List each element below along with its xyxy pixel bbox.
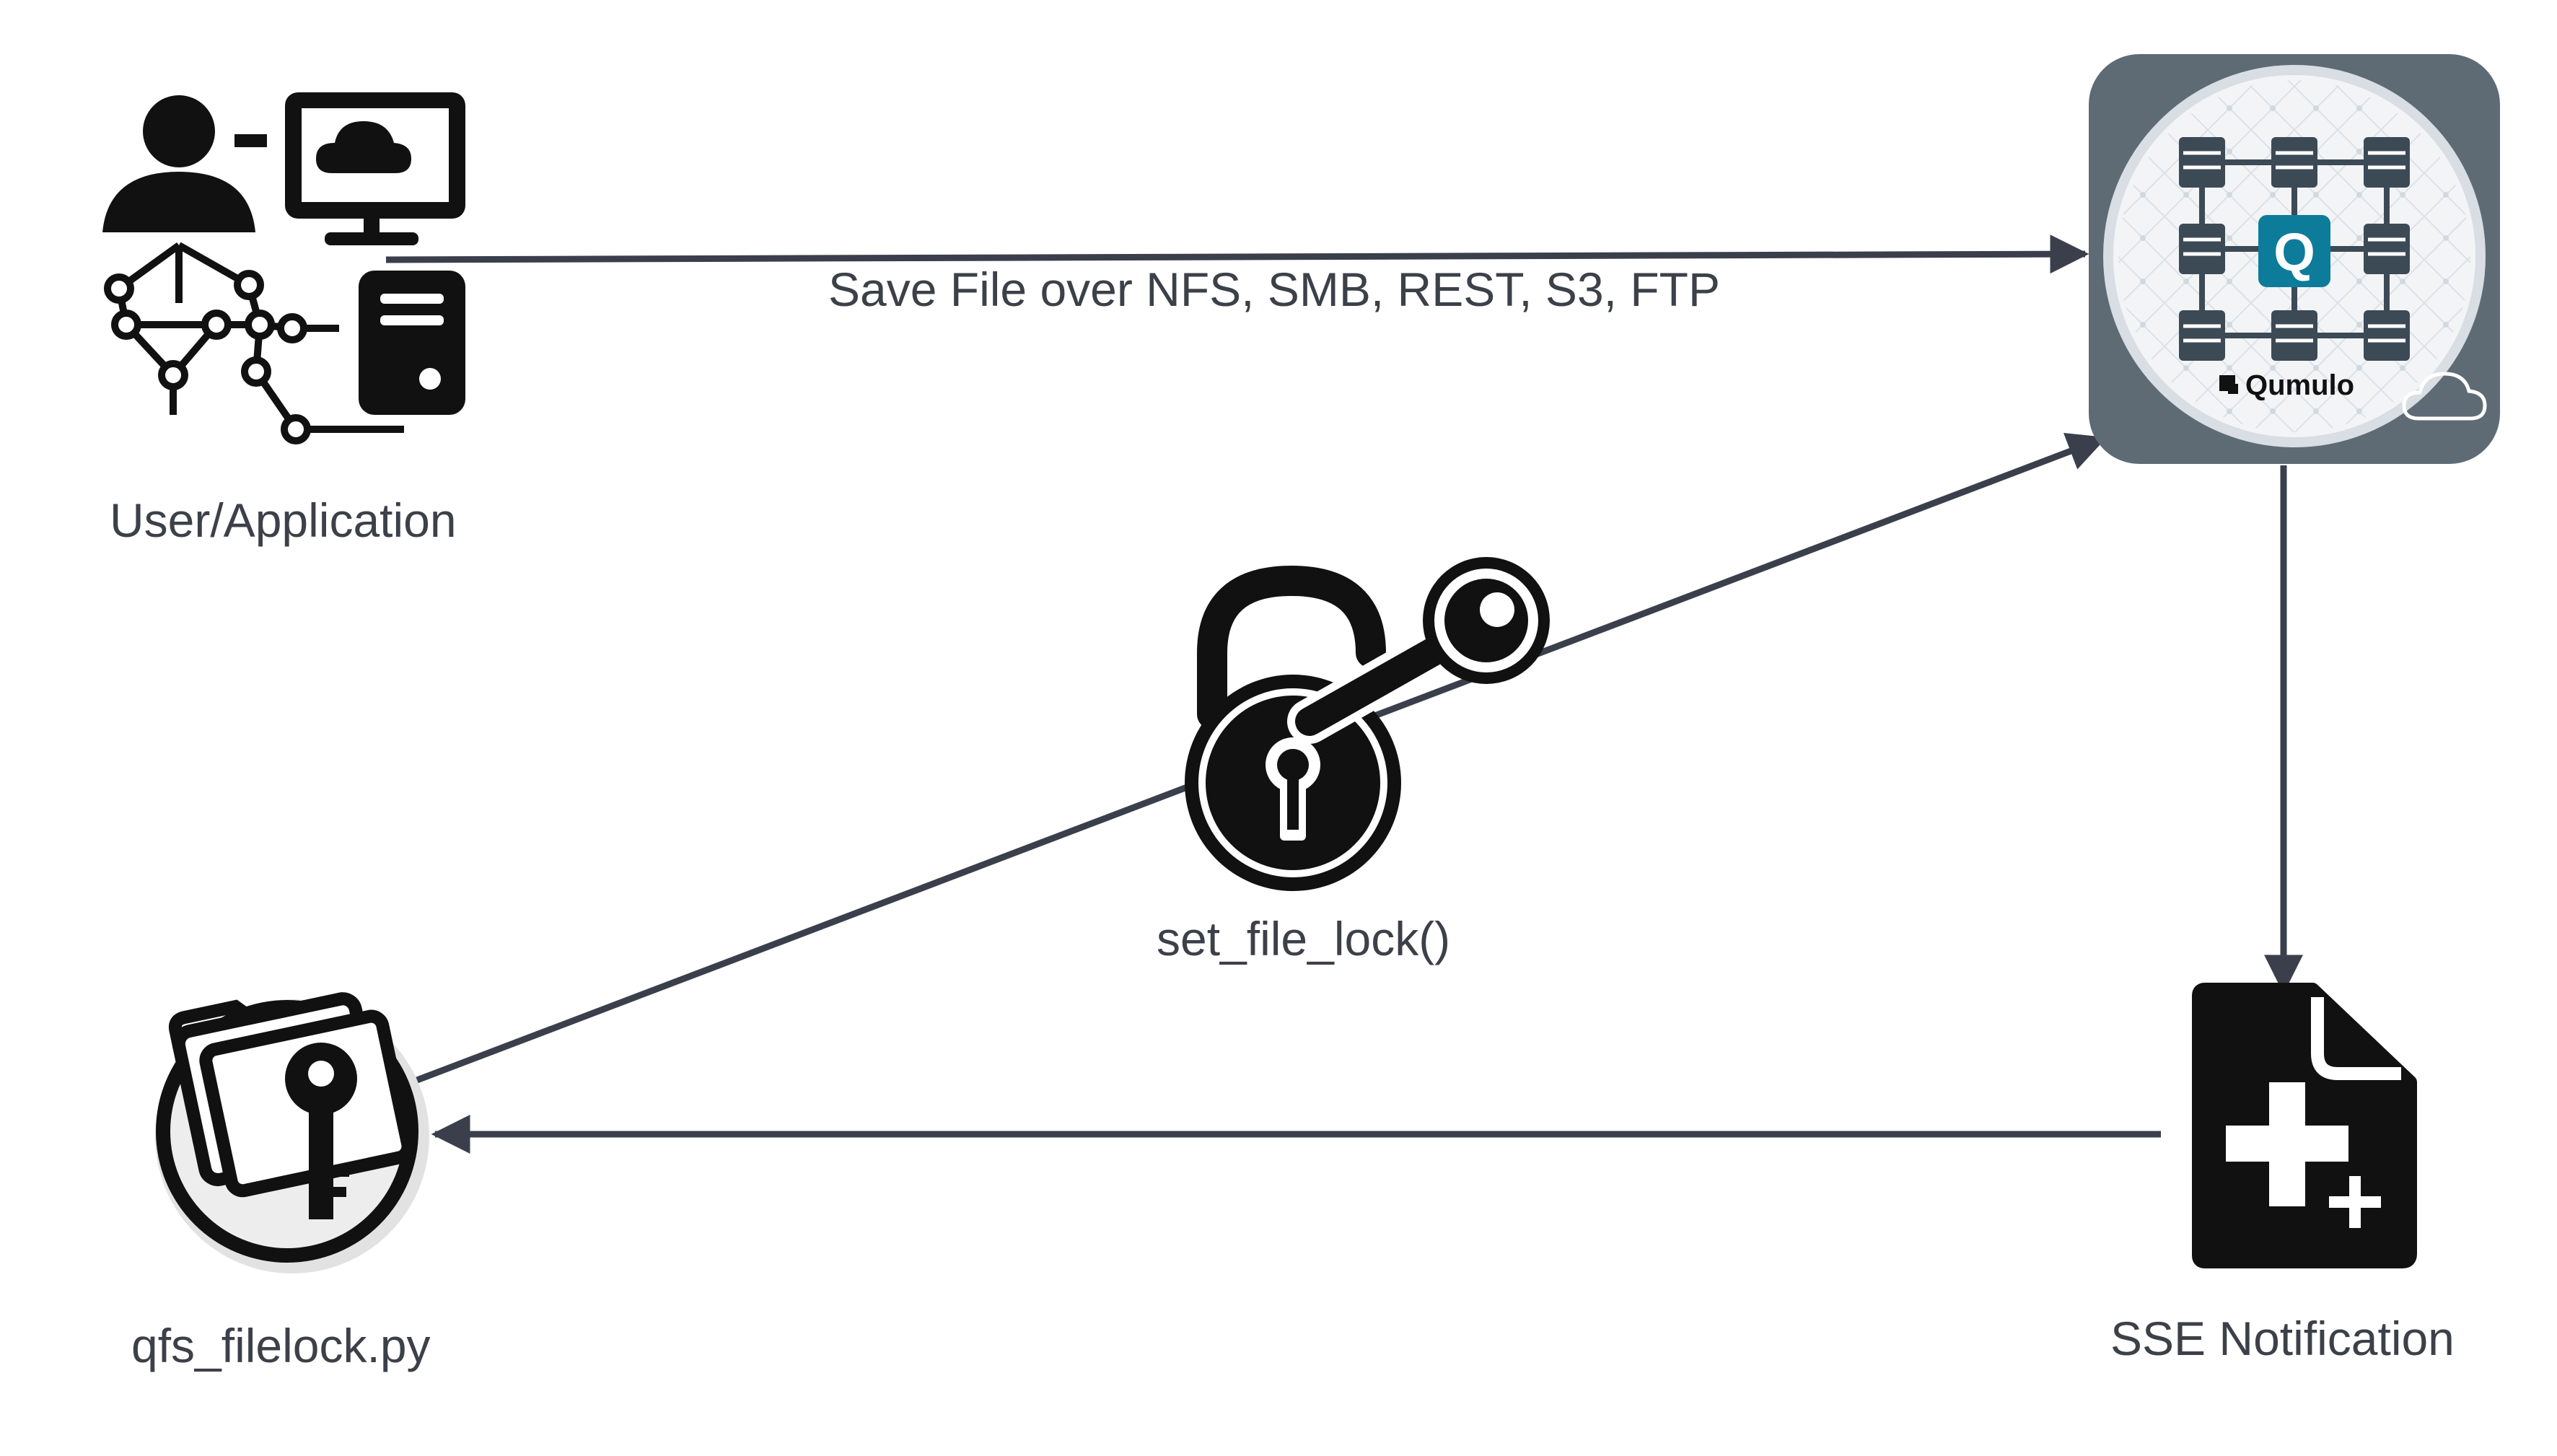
edge-label-save-file: Save File over NFS, SMB, REST, S3, FTP [828, 263, 1720, 316]
cloud-icon [2402, 372, 2487, 421]
node-label-user-application: User/Application [110, 494, 457, 547]
node-label-qfs-filelock: qfs_filelock.py [131, 1319, 431, 1372]
qumulo-logo: Qumulo [2219, 369, 2354, 401]
node-label-sse-notification: SSE Notification [2110, 1312, 2455, 1365]
folder-key-icon [155, 992, 429, 1273]
qumulo-q-letter: Q [2273, 222, 2315, 282]
qumulo-cluster-icon: Q Qumulo [2089, 54, 2500, 464]
edge-save-file [385, 234, 2089, 274]
qumulo-q-badge [2258, 215, 2330, 287]
user-computer-server-network-icon [102, 92, 465, 444]
qumulo-wordmark: Qumulo [2245, 369, 2354, 401]
padlock-key-icon [1185, 557, 1550, 891]
server-grid [2179, 137, 2410, 361]
node-label-set-file-lock: set_file_lock() [1157, 912, 1451, 965]
new-file-plus-icon [2192, 983, 2417, 1268]
